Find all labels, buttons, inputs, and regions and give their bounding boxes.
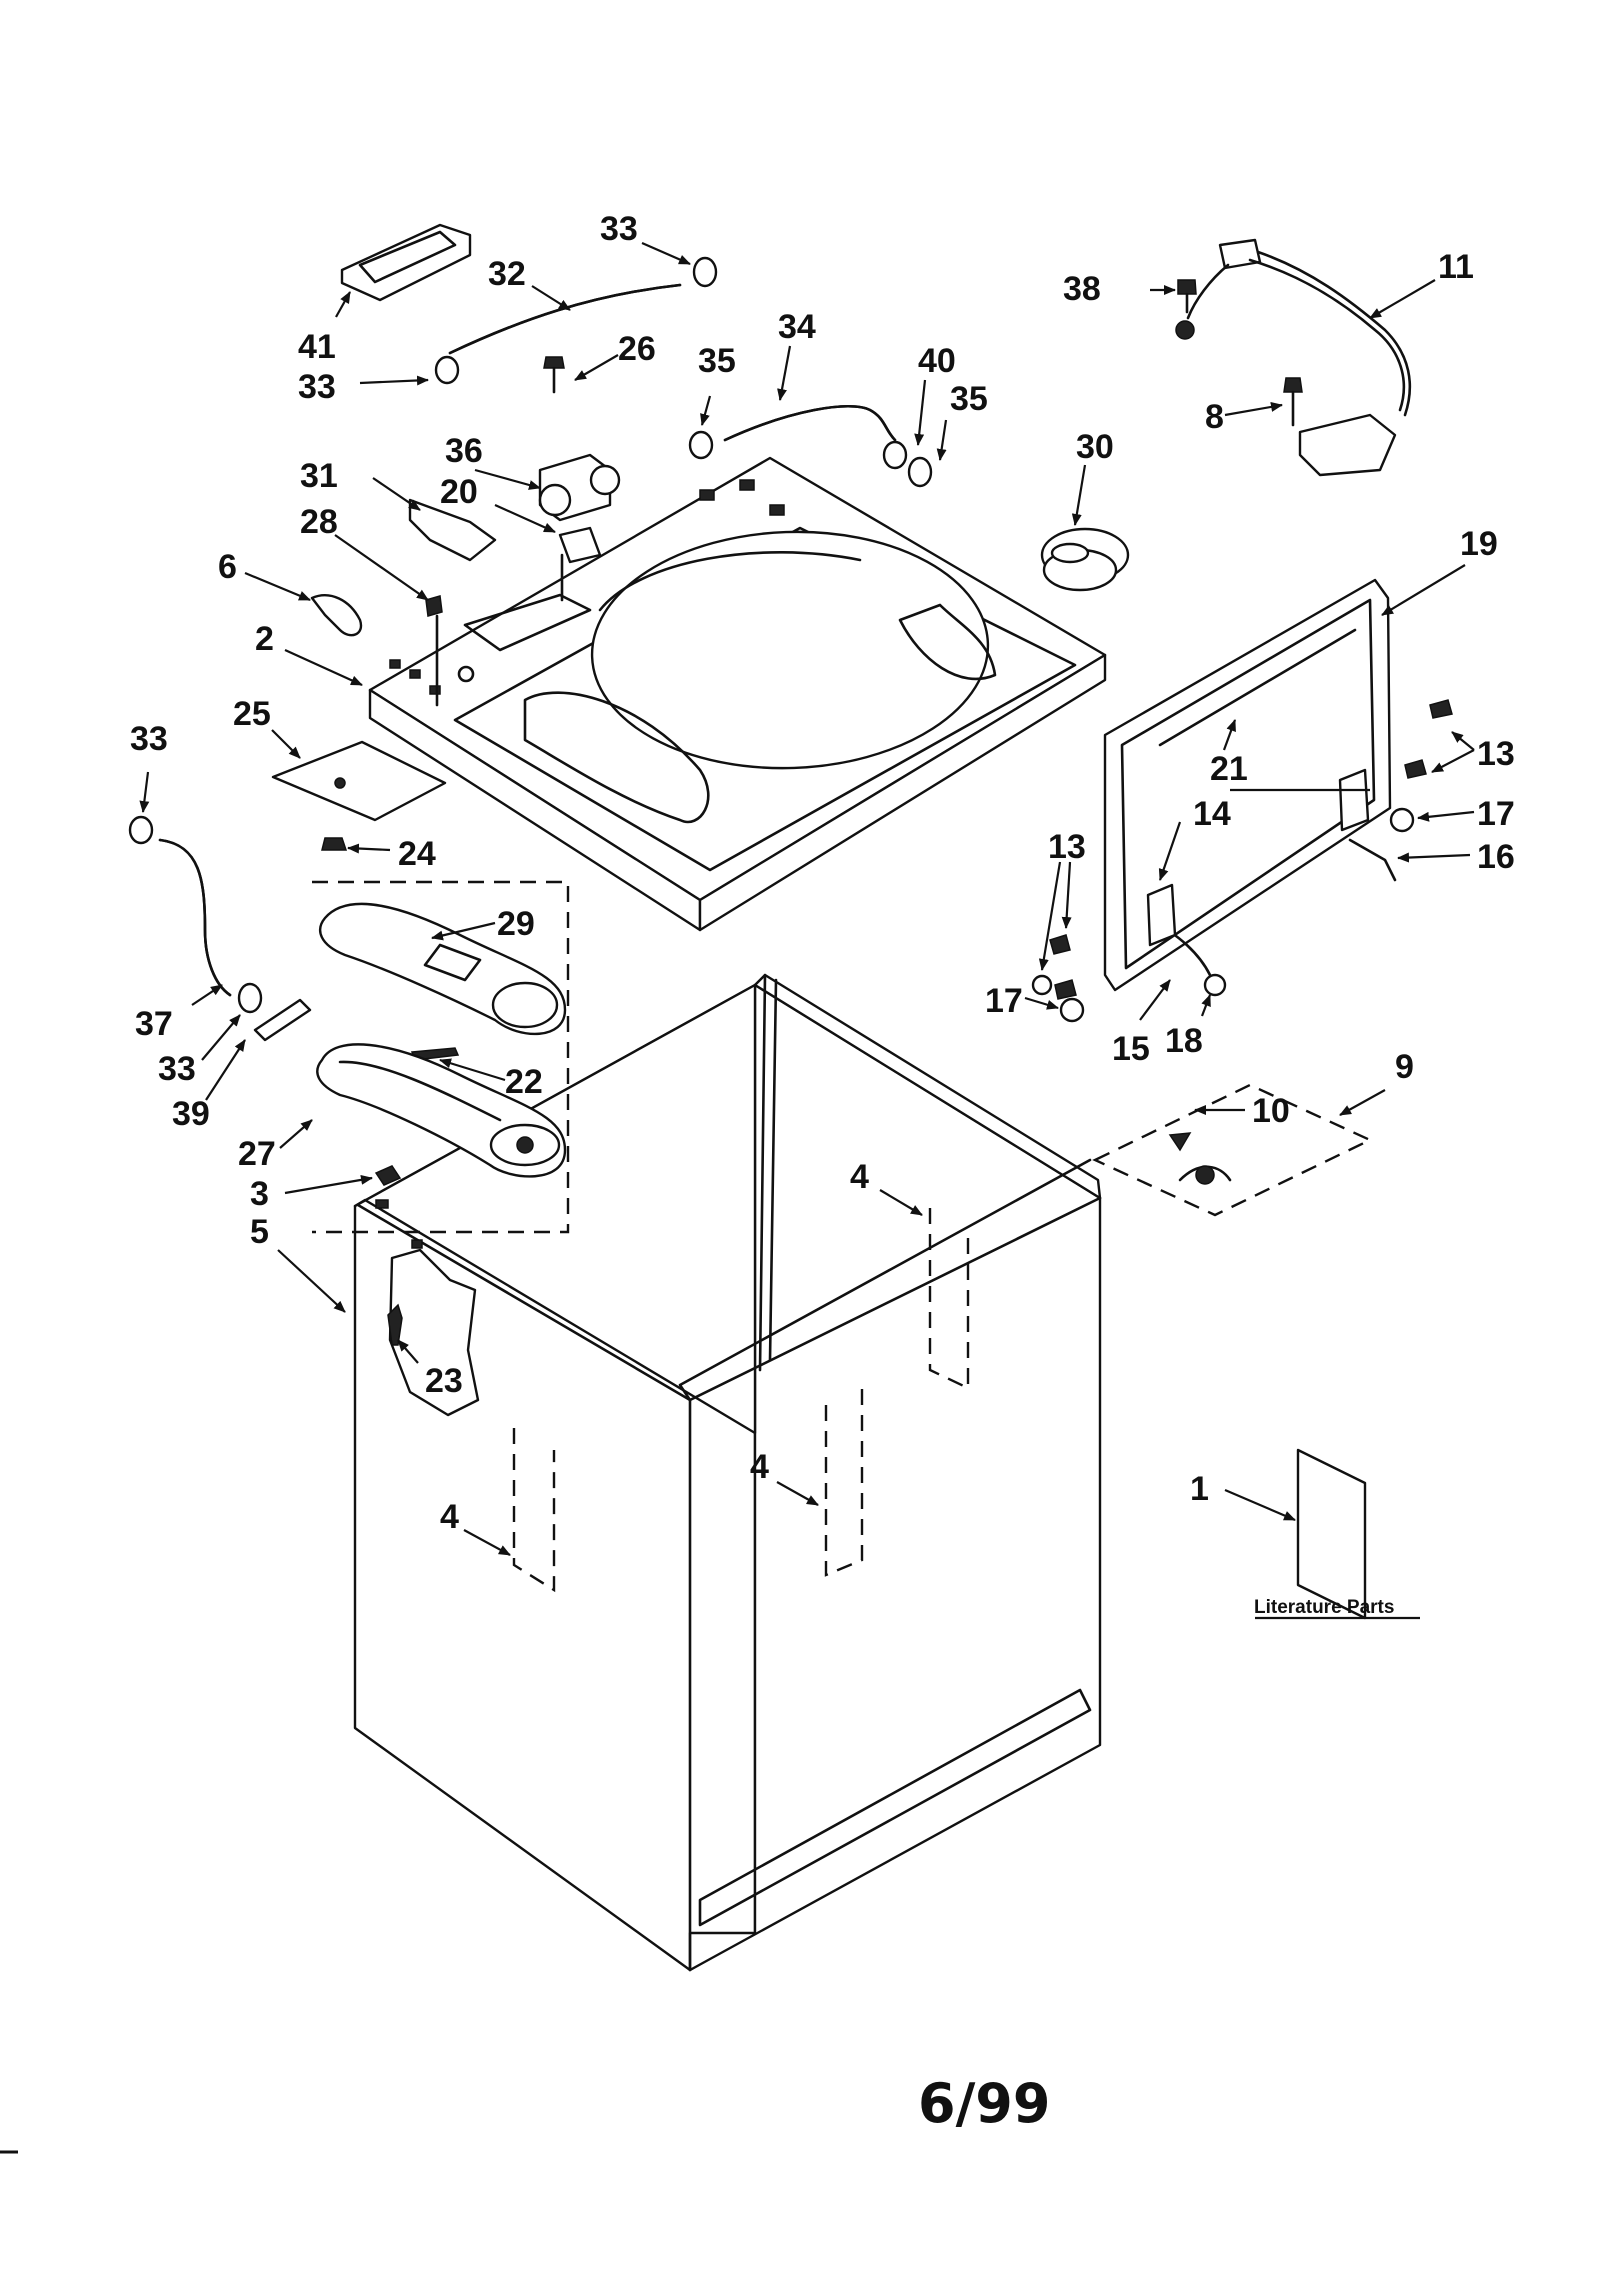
callout-25: 25 xyxy=(233,695,271,733)
cabinet xyxy=(353,973,1102,1972)
callout-23: 23 xyxy=(425,1362,463,1400)
callout-2: 2 xyxy=(255,620,274,658)
callout-33: 33 xyxy=(600,210,638,248)
callout-13: 13 xyxy=(1477,735,1515,773)
callout-13: 13 xyxy=(1048,828,1086,866)
callout-15: 15 xyxy=(1112,1030,1150,1068)
callout-8: 8 xyxy=(1205,398,1224,436)
callout-22: 22 xyxy=(505,1063,543,1101)
callout-33: 33 xyxy=(298,368,336,406)
callout-35: 35 xyxy=(698,342,736,380)
literature-booklet xyxy=(1296,1448,1367,1620)
literature-caption: Literature Parts xyxy=(1254,1597,1394,1618)
callout-27: 27 xyxy=(238,1135,276,1173)
lid-and-switch xyxy=(1031,238,1453,1217)
callout-21: 21 xyxy=(1210,750,1248,788)
callout-labels: 41 33 32 33 26 35 34 40 35 30 38 11 8 19… xyxy=(130,210,1515,1536)
callout-38: 38 xyxy=(1063,270,1101,308)
callout-41: 41 xyxy=(298,328,336,366)
small-parts xyxy=(128,223,1130,1186)
callout-6: 6 xyxy=(218,548,237,586)
callout-5: 5 xyxy=(250,1213,269,1251)
callout-18: 18 xyxy=(1165,1022,1203,1060)
callout-16: 16 xyxy=(1477,838,1515,876)
callout-17: 17 xyxy=(985,982,1023,1020)
callout-1: 1 xyxy=(1190,1470,1209,1508)
callout-40: 40 xyxy=(918,342,956,380)
callout-24: 24 xyxy=(398,835,436,873)
callout-11: 11 xyxy=(1438,248,1474,286)
callout-29: 29 xyxy=(497,905,535,943)
revision-date: 6/99 xyxy=(918,2072,1050,2135)
callout-34: 34 xyxy=(778,308,816,346)
leader-lines xyxy=(139,241,1475,1556)
callout-39: 39 xyxy=(172,1095,210,1133)
callout-9: 9 xyxy=(1395,1048,1414,1086)
callout-33: 33 xyxy=(130,720,168,758)
callout-36: 36 xyxy=(445,432,483,470)
callout-4: 4 xyxy=(440,1498,459,1536)
callout-28: 28 xyxy=(300,503,338,541)
callout-17: 17 xyxy=(1477,795,1515,833)
top-panel xyxy=(368,456,1107,932)
callout-20: 20 xyxy=(440,473,478,511)
callout-35: 35 xyxy=(950,380,988,418)
callout-4: 4 xyxy=(750,1448,769,1486)
callout-19: 19 xyxy=(1460,525,1498,563)
callout-31: 31 xyxy=(300,457,338,495)
callout-26: 26 xyxy=(618,330,656,368)
callout-14: 14 xyxy=(1193,795,1231,833)
base-assembly-group xyxy=(312,880,570,1234)
callout-37: 37 xyxy=(135,1005,173,1043)
callout-30: 30 xyxy=(1076,428,1114,466)
callout-33: 33 xyxy=(158,1050,196,1088)
callout-10: 10 xyxy=(1252,1092,1290,1130)
callout-3: 3 xyxy=(250,1175,269,1213)
callout-4: 4 xyxy=(850,1158,869,1196)
callout-32: 32 xyxy=(488,255,526,293)
